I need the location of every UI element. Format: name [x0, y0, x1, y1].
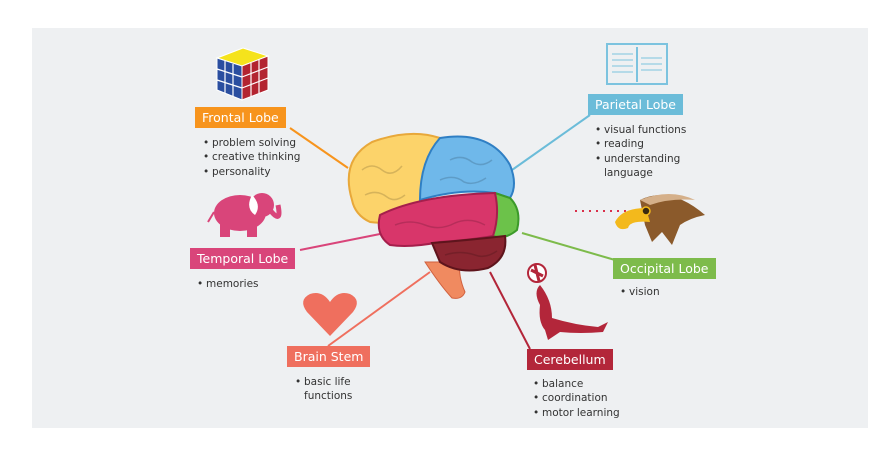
parietal-connector — [511, 114, 591, 171]
frontal-lobe-label: Frontal Lobe — [195, 107, 286, 128]
function-item: visual functions — [595, 123, 700, 138]
brain-stem-label: Brain Stem — [287, 346, 371, 367]
cerebellum-region — [430, 234, 507, 272]
function-item: understanding language — [595, 152, 700, 181]
function-item: balance — [533, 377, 620, 392]
parietal-lobe-label: Parietal Lobe — [588, 94, 683, 115]
cerebellum-connector — [489, 271, 531, 350]
function-item: creative thinking — [203, 150, 300, 165]
temporal-lobe-functions: memories — [197, 277, 259, 292]
cerebellum-label: Cerebellum — [527, 349, 613, 370]
function-item: reading — [595, 137, 700, 152]
elephant-icon — [207, 193, 282, 237]
frontal-connector — [289, 127, 349, 169]
rubiks-cube-icon — [215, 47, 270, 101]
book-icon — [606, 43, 668, 85]
brain-stem-region — [424, 261, 466, 299]
occipital-lobe-label: Occipital Lobe — [613, 258, 716, 279]
function-item: vision — [620, 285, 660, 300]
temporal-connector — [299, 233, 381, 251]
seal-icon — [527, 263, 608, 340]
occipital-lobe-functions: vision — [620, 285, 660, 300]
parietal-lobe-region — [418, 135, 515, 202]
eagle-icon — [615, 194, 705, 245]
heart-icon — [303, 293, 357, 336]
function-item: motor learning — [533, 406, 620, 421]
occipital-connector — [521, 232, 616, 261]
parietal-lobe-functions: visual functions reading understanding l… — [595, 123, 700, 180]
brain-stem-functions: basic life functions — [295, 375, 375, 404]
function-item: coordination — [533, 391, 620, 406]
function-item: personality — [203, 165, 300, 180]
brain-illustration — [347, 132, 520, 299]
cerebellum-functions: balance coordination motor learning — [533, 377, 620, 420]
temporal-lobe-label: Temporal Lobe — [190, 248, 296, 269]
function-item: basic life functions — [295, 375, 375, 404]
function-item: memories — [197, 277, 259, 292]
frontal-lobe-functions: problem solving creative thinking person… — [203, 136, 300, 179]
brainstem-connector — [327, 271, 431, 347]
function-item: problem solving — [203, 136, 300, 151]
